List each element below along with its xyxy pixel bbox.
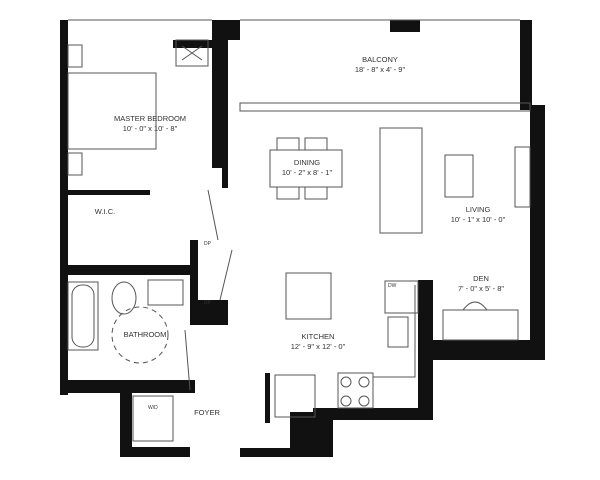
room-name: DEN [473,274,489,283]
room-name: KITCHEN [301,332,335,341]
duct-label: DP [204,241,211,247]
walls [60,20,545,457]
fixtures-lines [67,19,531,442]
room-name: MASTER BEDROOM [113,114,187,123]
room-name: LIVING [465,205,491,214]
room-name: DINING [293,158,321,167]
room-name: W.I.C. [94,207,116,216]
room-size: 7' - 0" x 5' - 8" [457,284,505,293]
room-name: BATHROOM [123,330,167,339]
room-label-foyer: FOYER [194,408,220,418]
duct-label: DP [204,300,211,306]
room-label-bathroom: BATHROOM [124,330,167,340]
room-size: 10' - 2" x 8' - 1" [281,168,333,177]
room-name: BALCONY [362,55,398,64]
room-size: 10' - 0" x 10' - 8" [122,124,178,133]
dishwasher-label: DW [388,283,397,289]
room-size: 10' - 1" x 10' - 0" [450,215,506,224]
room-size: 18' - 8" x 4' - 9" [354,65,406,74]
room-size: 12' - 9" x 12' - 0" [290,342,346,351]
room-label-wic: W.I.C. [95,207,115,217]
room-name: FOYER [194,408,220,417]
washer-dryer-label: W/D [148,405,158,411]
